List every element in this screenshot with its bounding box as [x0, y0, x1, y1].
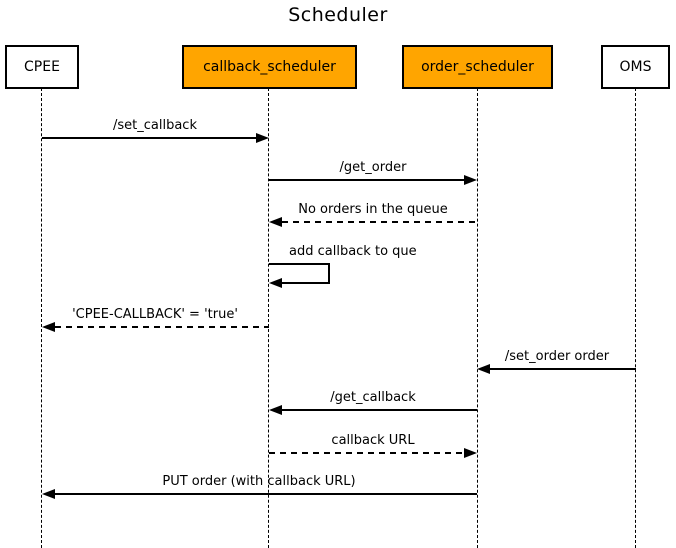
message-no-orders-line	[282, 221, 477, 223]
arrowhead-left-icon	[42, 322, 55, 332]
participant-callback-scheduler: callback_scheduler	[182, 45, 357, 89]
lifeline-order-scheduler	[477, 88, 478, 548]
message-add-callback-label: add callback to que	[289, 244, 417, 259]
lifeline-oms	[635, 88, 636, 548]
participant-order-scheduler: order_scheduler	[402, 45, 553, 89]
message-callback-url-label: callback URL	[331, 433, 415, 448]
message-set-callback-line	[42, 137, 256, 139]
message-get-order-line	[269, 179, 464, 181]
lifeline-cpee	[41, 88, 42, 548]
arrowhead-left-icon	[477, 364, 490, 374]
message-get-order-label: /get_order	[339, 160, 407, 175]
message-set-order-line	[490, 368, 636, 370]
message-put-order-line	[55, 493, 477, 495]
arrowhead-right-icon	[464, 448, 477, 458]
participant-cpee-label: CPEE	[24, 59, 60, 75]
message-get-callback-line	[282, 409, 477, 411]
message-get-callback-label: /get_callback	[330, 390, 416, 405]
arrowhead-left-icon	[42, 489, 55, 499]
diagram-title: Scheduler	[288, 4, 388, 26]
message-callback-url-line	[269, 452, 464, 454]
participant-callback-scheduler-label: callback_scheduler	[203, 59, 336, 75]
participant-oms: OMS	[601, 45, 670, 89]
message-cpee-callback-true-line	[55, 326, 269, 328]
message-add-callback-line-top	[269, 263, 329, 265]
lifeline-callback-scheduler	[268, 88, 269, 548]
message-no-orders-label: No orders in the queue	[298, 202, 448, 217]
message-set-callback-label: /set_callback	[113, 118, 197, 133]
message-cpee-callback-true-label: 'CPEE-CALLBACK' = 'true'	[72, 307, 238, 322]
arrowhead-left-icon	[269, 278, 282, 288]
message-set-order-label: /set_order order	[504, 349, 610, 364]
arrowhead-right-icon	[464, 175, 477, 185]
participant-oms-label: OMS	[619, 59, 652, 75]
arrowhead-left-icon	[269, 217, 282, 227]
message-add-callback-line-bottom	[282, 282, 329, 284]
arrowhead-right-icon	[256, 133, 269, 143]
participant-cpee: CPEE	[5, 45, 79, 89]
message-add-callback-line-side	[328, 263, 330, 284]
participant-order-scheduler-label: order_scheduler	[421, 59, 534, 75]
arrowhead-left-icon	[269, 405, 282, 415]
message-put-order-label: PUT order (with callback URL)	[162, 474, 356, 489]
